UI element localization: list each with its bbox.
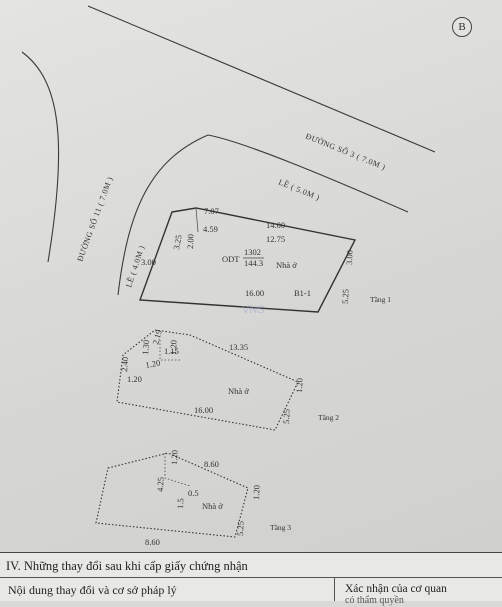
f1-dim: 14.00: [266, 220, 285, 230]
f2-dim: 1.30: [140, 339, 151, 355]
watermark: VNS: [242, 304, 265, 316]
f3-dim: 0.5: [188, 488, 199, 498]
floor2-outline: [116, 329, 299, 431]
f1-dim: 7.07: [204, 206, 219, 216]
road3-label: ĐƯỜNG SỐ 3 ( 7.0M ): [304, 131, 387, 172]
lot-code: ODT: [222, 254, 240, 264]
f1-dim: 3.00: [344, 250, 355, 265]
f1-dim: 4.59: [203, 224, 218, 234]
f2-dim: 1.20: [294, 378, 305, 393]
f2-dim: 13.35: [229, 342, 248, 352]
col-confirmation-header: Xác nhận của cơ quan có thẩm quyền: [335, 577, 502, 606]
road3-edge-outer: [87, 5, 436, 153]
f1-block-label: B1-1: [294, 288, 311, 298]
lot-number: 1302: [244, 247, 261, 257]
changes-table: IV. Những thay đổi sau khi cấp giấy chứn…: [0, 552, 502, 606]
f2-dim: 2.40: [119, 356, 130, 372]
f2-dim: 1.20: [168, 340, 179, 355]
road11-label: ĐƯỜNG SỐ 11 ( 7.0M ): [74, 175, 114, 263]
f1-house-label: Nhà ở: [276, 260, 297, 270]
f1-dim: 2.00: [185, 234, 196, 249]
f1-dim: 16.00: [245, 288, 264, 298]
f3-dim: 1.20: [251, 485, 262, 500]
col-content-header: Nội dung thay đổi và cơ sở pháp lý: [0, 577, 335, 601]
road11-edge-outer: [21, 51, 60, 263]
f2-dim: 1.20: [145, 358, 161, 370]
f3-dim: 8.60: [145, 537, 160, 547]
f3-dim: 4.25: [155, 477, 166, 492]
section-title: IV. Những thay đổi sau khi cấp giấy chứn…: [6, 559, 248, 573]
f3-dim: 8.60: [204, 459, 219, 469]
site-plan-drawing: ĐƯỜNG SỐ 3 ( 7.0M ) ĐƯỜNG SỐ 11 ( 7.0M )…: [21, 5, 436, 547]
f1-dim: 5.25: [340, 289, 351, 304]
f1-dim: 3.00: [141, 257, 156, 267]
sidewalk-top-label: LỀ ( 5.0M ): [277, 177, 321, 203]
floor3-label: Tầng 3: [270, 523, 291, 532]
f3-dim: 5.25: [235, 521, 246, 536]
f2-house-label: Nhà ở: [228, 386, 249, 396]
f1-dim: 3.25: [171, 234, 183, 250]
f3-house-label: Nhà ở: [202, 501, 223, 511]
north-compass-icon: B: [452, 17, 472, 37]
floor2-label: Tầng 2: [318, 413, 339, 422]
floor1-label: Tầng 1: [370, 295, 391, 304]
f2-dim: 16.00: [194, 405, 213, 415]
f2-dim: 2.19: [150, 329, 164, 346]
f3-dim: 1.5: [175, 498, 185, 509]
floor1-lot-outline: [139, 207, 357, 313]
f3-dim: 1.20: [169, 450, 180, 465]
f2-dim: 1.20: [127, 374, 142, 384]
f1-dim: 12.75: [266, 234, 285, 244]
f2-dim: 1.15: [164, 346, 179, 356]
col-confirmation-label-cut: có thẩm quyền: [345, 595, 404, 606]
lot-area: 144.3: [244, 258, 263, 268]
road11-edge-inner: [117, 134, 209, 296]
road3-edge-inner: [207, 134, 409, 213]
col-confirmation-label: Xác nhận của cơ quan: [345, 583, 447, 595]
f2-dim: 5.25: [281, 409, 292, 424]
